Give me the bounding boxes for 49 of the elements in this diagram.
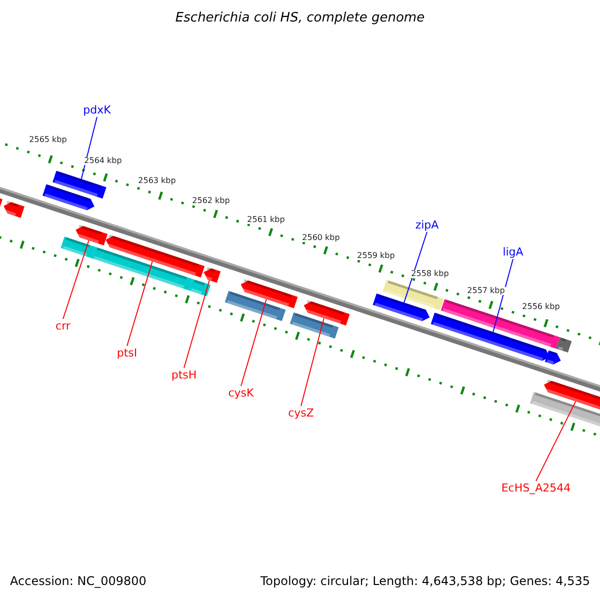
- gene-feature-bar: [304, 300, 350, 326]
- scale-label: 2558 kbp: [410, 270, 450, 278]
- gene-feature-bar: [430, 312, 550, 361]
- scale-label: 2563 kbp: [137, 177, 177, 185]
- scale-label: 2562 kbp: [191, 197, 231, 205]
- gene-feature-bar: [188, 278, 211, 296]
- gene-feature-bar: [224, 290, 286, 322]
- leader-line: [126, 260, 153, 346]
- genome-info-text: Topology: circular; Length: 4,643,538 bp; Genes: 4,535: [260, 575, 590, 587]
- gene-label: crr: [56, 320, 70, 332]
- gene-label: zipA: [415, 220, 439, 230]
- gene-feature-bar: [240, 279, 298, 308]
- gene-label: ptsI: [116, 348, 138, 358]
- gene-feature-bar: [52, 170, 106, 199]
- scale-label: 2561 kbp: [246, 216, 286, 224]
- gene-feature-bar: [42, 184, 94, 210]
- leader-line: [184, 280, 210, 368]
- gene-feature-bar: [556, 337, 572, 353]
- gene-label: ptsH: [171, 370, 197, 380]
- gene-label: cysZ: [288, 408, 314, 418]
- leader-line: [404, 232, 428, 304]
- gene-label: EcHS_A2544: [501, 482, 571, 494]
- accession-text: Accession: NC_009800: [10, 575, 146, 587]
- scale-label: 2564 kbp: [83, 157, 123, 165]
- gene-feature-bar: [530, 392, 600, 430]
- scale-label: 2557 kbp: [466, 287, 506, 295]
- scale-label: 2556 kbp: [521, 303, 561, 311]
- gene-feature-bar: [204, 267, 221, 283]
- scale-label: 2565 kbp: [28, 136, 68, 144]
- leader-line: [240, 298, 267, 386]
- gene-label: pdxK: [83, 104, 111, 116]
- gene-feature-bar: [60, 236, 96, 258]
- gene-feature-bar: [372, 293, 430, 322]
- leader-line: [492, 258, 514, 333]
- gene-feature-bar: [382, 280, 444, 310]
- gene-feature-bar: [106, 234, 205, 278]
- gene-label: cysK: [228, 388, 254, 398]
- map-title: Escherichia coli HS, complete genome: [175, 12, 425, 24]
- leader-line: [300, 318, 324, 406]
- scale-label: 2559 kbp: [356, 252, 396, 260]
- leader-line: [80, 116, 98, 180]
- gene-feature-bar: [76, 224, 108, 246]
- gene-feature-bar: [544, 350, 561, 365]
- gene-feature-bar: [92, 246, 193, 290]
- leader-line: [62, 240, 90, 320]
- gene-feature-bar: [290, 312, 339, 339]
- scale-label: 2560 kbp: [301, 234, 341, 242]
- gene-feature-bar: [440, 299, 560, 349]
- gene-label: ligA: [502, 246, 524, 258]
